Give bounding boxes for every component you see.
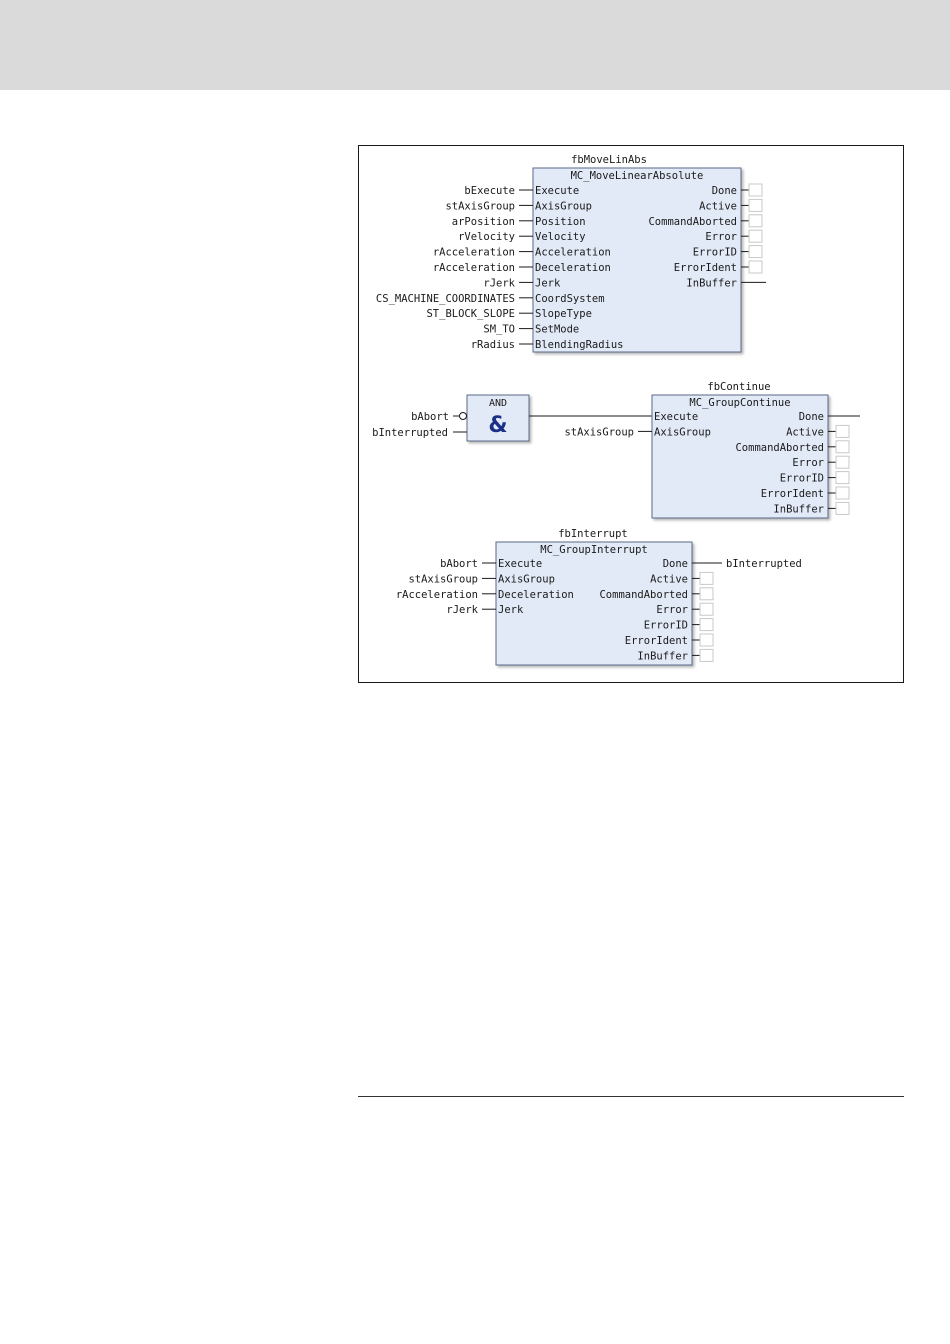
fb_continue-pin-out-3: Error [792, 457, 824, 469]
fb-interrupt-type-name: MC_GroupInterrupt [540, 544, 647, 556]
fb_move-output-box-3[interactable] [748, 229, 763, 243]
and-gate-label: AND [489, 398, 507, 409]
and-input-babort: bAbort [411, 411, 449, 423]
fb_move-pin-in-3: Velocity [535, 231, 586, 243]
fb_interrupt-pin-in-2: Deceleration [498, 589, 574, 601]
fb_interrupt-pin-out-0: Done [663, 558, 688, 570]
fb_continue-output-box-6[interactable] [835, 501, 850, 515]
fb_interrupt-var-in-3: rJerk [446, 604, 478, 616]
fb_interrupt-pin-out-6: InBuffer [637, 650, 688, 662]
fb_move-var-in-0: bExecute [464, 185, 515, 197]
fb_interrupt-output-box-6[interactable] [699, 648, 714, 662]
fb_continue-pin-in-0: Execute [654, 411, 698, 423]
fb_interrupt-pin-out-5: ErrorIdent [625, 635, 688, 647]
fb_move-pin-in-9: SetMode [535, 324, 579, 336]
fb_continue-pin-out-1: Active [786, 426, 824, 438]
fb_interrupt-pin-in-3: Jerk [498, 604, 524, 616]
fb_interrupt-var-in-1: stAxisGroup [408, 573, 478, 585]
fb_interrupt-pin-out-1: Active [650, 573, 688, 585]
fb-move-linear-absolute[interactable]: fbMoveLinAbs MC_MoveLinearAbsolute Execu… [376, 154, 766, 353]
fb_interrupt-pin-out-4: ErrorID [644, 620, 688, 632]
fb_interrupt-output-box-1[interactable] [699, 571, 714, 585]
and-gate-symbol: & [488, 413, 507, 438]
fb-continue-type-name: MC_GroupContinue [689, 397, 790, 409]
fb_move-pin-out-2: CommandAborted [648, 216, 737, 228]
fb_move-pin-out-6: InBuffer [686, 277, 737, 289]
fb_move-pin-in-1: AxisGroup [535, 200, 592, 212]
fb_move-pin-out-3: Error [705, 231, 737, 243]
fb-continue-box[interactable] [651, 394, 829, 519]
fb_interrupt-output-box-5[interactable] [699, 633, 714, 647]
fb-group-interrupt[interactable]: fbInterrupt MC_GroupInterrupt Execute bAb… [396, 528, 802, 666]
fb_interrupt-output-box-3[interactable] [699, 602, 714, 616]
fb_move-pin-in-10: BlendingRadius [535, 339, 624, 351]
fb_move-var-in-1: stAxisGroup [445, 200, 515, 212]
fb_continue-pin-out-2: CommandAborted [735, 442, 824, 454]
and-gate-box[interactable] [466, 394, 530, 442]
fb_interrupt-pin-in-1: AxisGroup [498, 573, 555, 585]
fb_continue-pin-out-0: Done [799, 411, 824, 423]
fb_move-pin-in-0: Execute [535, 185, 579, 197]
fb_move-pin-out-0: Done [712, 185, 737, 197]
fbd-diagram: fbMoveLinAbs MC_MoveLinearAbsolute Execu… [372, 154, 860, 666]
fb_move-pin-in-6: Jerk [535, 277, 561, 289]
fb_interrupt-var-out-0: bInterrupted [726, 558, 802, 570]
fb_move-output-box-2[interactable] [748, 214, 763, 228]
fb_continue-pin-out-5: ErrorIdent [761, 488, 824, 500]
fb-group-continue[interactable]: fbContinue MC_GroupContinue ExecuteAxisG… [564, 381, 860, 519]
and-gate[interactable]: AND & bAbort bInterrupted [372, 394, 652, 442]
fb-interrupt-box[interactable] [495, 541, 693, 666]
fb_continue-output-box-5[interactable] [835, 486, 850, 500]
fb_move-var-in-6: rJerk [483, 277, 515, 289]
fb_continue-output-box-1[interactable] [835, 424, 850, 438]
fb_move-var-in-7: CS_MACHINE_COORDINATES [376, 293, 515, 305]
fb_continue-pin-out-6: InBuffer [773, 503, 824, 515]
fb_move-pin-out-4: ErrorID [693, 247, 737, 259]
fb_interrupt-pin-out-2: CommandAborted [599, 589, 688, 601]
fb_continue-pin-in-1: AxisGroup [654, 426, 711, 438]
fb_move-output-box-0[interactable] [748, 183, 763, 197]
fb_move-pin-in-4: Acceleration [535, 247, 611, 259]
fb_continue-var-in-1: stAxisGroup [564, 426, 634, 438]
negation-circle [459, 412, 467, 420]
fb_move-var-in-3: rVelocity [458, 231, 515, 243]
fb_move-output-box-5[interactable] [748, 260, 763, 274]
fb_move-pin-out-1: Active [699, 200, 737, 212]
fb_move-pin-in-8: SlopeType [535, 308, 592, 320]
fb_move-var-in-8: ST_BLOCK_SLOPE [426, 308, 515, 320]
page-header-band [0, 0, 950, 90]
fb_move-pin-in-5: Deceleration [535, 262, 611, 274]
fb_move-var-in-5: rAcceleration [433, 262, 515, 274]
fb_move-output-box-4[interactable] [748, 245, 763, 259]
fb-move-type-name: MC_MoveLinearAbsolute [571, 170, 704, 182]
fb_move-pin-in-7: CoordSystem [535, 293, 605, 305]
fb_continue-output-box-2[interactable] [835, 440, 850, 454]
fb_interrupt-var-in-2: rAcceleration [396, 589, 478, 601]
fb_continue-output-box-3[interactable] [835, 455, 850, 469]
footer-rule [358, 1096, 904, 1097]
fb-move-box[interactable] [532, 167, 742, 353]
fb_move-output-box-1[interactable] [748, 198, 763, 212]
fb_move-var-in-9: SM_TO [483, 324, 515, 336]
fb_move-var-in-4: rAcceleration [433, 247, 515, 259]
fb_continue-pin-out-4: ErrorID [780, 473, 824, 485]
fb_interrupt-output-box-2[interactable] [699, 587, 714, 601]
fb-interrupt-instance-name: fbInterrupt [558, 528, 628, 540]
fb-continue-instance-name: fbContinue [707, 381, 770, 393]
fb_interrupt-pin-out-3: Error [656, 604, 688, 616]
fb_interrupt-pin-in-0: Execute [498, 558, 542, 570]
fb_continue-output-box-4[interactable] [835, 471, 850, 485]
fb_move-var-in-2: arPosition [452, 216, 515, 228]
fb_interrupt-var-in-0: bAbort [440, 558, 478, 570]
fb_move-pin-out-5: ErrorIdent [674, 262, 737, 274]
and-input-binterrupted: bInterrupted [372, 427, 448, 439]
fb-move-instance-name: fbMoveLinAbs [571, 154, 647, 166]
fb_move-var-in-10: rRadius [471, 339, 515, 351]
fb_move-pin-in-2: Position [535, 216, 586, 228]
fb_interrupt-output-box-4[interactable] [699, 618, 714, 632]
fbd-diagram-frame: fbMoveLinAbs MC_MoveLinearAbsolute Execu… [358, 145, 904, 683]
